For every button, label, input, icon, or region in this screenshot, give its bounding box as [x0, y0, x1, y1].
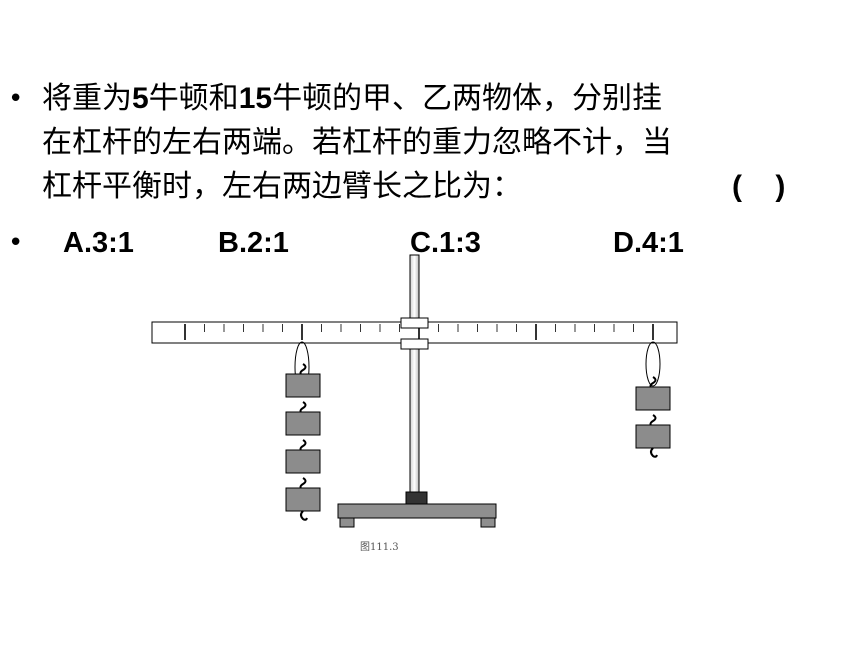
left-weight-stack: [285, 363, 321, 521]
weight-hook: [650, 447, 658, 458]
base-plate: [337, 503, 497, 519]
right-weight-stack: [635, 376, 671, 458]
hanging-weight: [285, 487, 321, 512]
question-line-2: 在杠杆的左右两端。若杠杆的重力忽略不计，当: [42, 125, 672, 160]
hanging-weight: [285, 411, 321, 436]
question-line-1: 将重为5牛顿和15牛顿的甲、乙两物体，分别挂: [42, 81, 663, 116]
base-foot-right: [480, 517, 496, 528]
lever-scale-ticks: [184, 324, 654, 340]
support-pole: [409, 254, 420, 496]
weight-hook: [300, 510, 308, 521]
question-bullet: •: [8, 84, 24, 114]
option-b[interactable]: B.2:1: [218, 227, 289, 259]
figure-caption: 图111.3: [360, 542, 399, 553]
right-hook-loop: [645, 341, 661, 387]
hanging-weight: [285, 373, 321, 398]
hanging-weight: [285, 449, 321, 474]
question-line-3: 杠杆平衡时，左右两边臂长之比为：: [42, 169, 522, 204]
base-foot-left: [339, 517, 355, 528]
pivot-clamp-bottom: [400, 338, 429, 350]
option-d[interactable]: D.4:1: [613, 227, 684, 259]
hanging-weight: [635, 424, 671, 449]
answer-blank: ( ): [732, 170, 786, 203]
question-text: 将重为5牛顿和15牛顿的甲、乙两物体，分别挂 在杠杆的左右两端。若杠杆的重力忽略…: [42, 77, 857, 209]
pivot-clamp-top: [400, 317, 429, 329]
option-c[interactable]: C.1:3: [410, 227, 481, 259]
option-a[interactable]: A.3:1: [63, 227, 134, 259]
options-bullet: •: [8, 228, 24, 258]
hanging-weight: [635, 386, 671, 411]
pivot-block: [405, 491, 428, 505]
